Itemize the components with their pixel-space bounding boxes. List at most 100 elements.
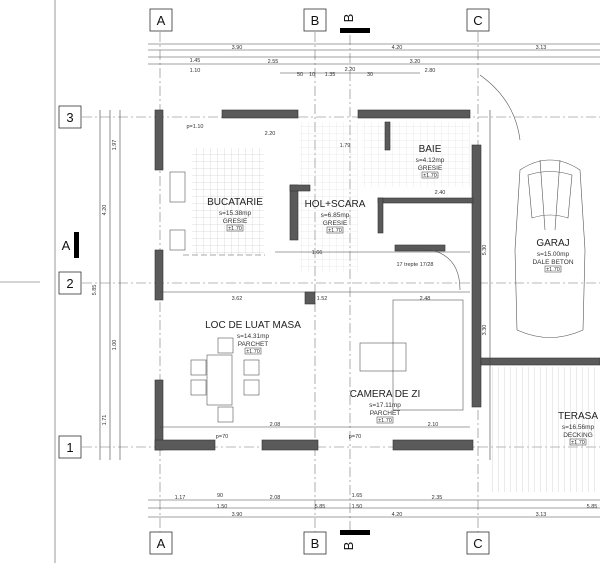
svg-text:1: 1 [66,440,73,455]
level-tag [244,347,262,355]
dimension-label: 1.79 [340,143,351,149]
grid-label-row-2: 2 [58,271,82,295]
room-area: s=6.85mp [321,212,350,219]
room-floor: PARCHET [370,410,401,417]
dimension-label: 2.08 [270,495,281,501]
dimension-label: 5.85 [315,504,326,510]
dimension-label: 1.71 [102,415,108,426]
svg-text:B: B [311,13,320,28]
dimension-label: 2.48 [420,296,431,302]
grid-label-row-1: 1 [58,435,82,459]
dimension-label: p=70 [216,434,228,440]
svg-text:A: A [157,13,166,28]
level-tag [226,224,244,232]
dimension-label: 5.30 [482,245,488,256]
svg-text:3: 3 [66,110,73,125]
level-tag [376,416,394,424]
dimension-label: 2.80 [425,68,436,74]
bath-tiles [362,122,470,187]
kitchen-tiles [192,148,264,255]
dimension-label: 3.90 [232,45,243,51]
level-tag [544,265,562,273]
dimension-label: 5.85 [587,504,598,510]
dimension-label: 10 [309,72,315,78]
room-name: CAMERA DE ZI [350,389,421,400]
dimension-label: 4.20 [102,205,108,216]
svg-text:B: B [341,542,356,551]
dimension-label: 3.90 [232,512,243,518]
dimension-label: 3.20 [410,59,421,65]
dimension-label: 2.10 [428,422,439,428]
svg-text:2: 2 [66,276,73,291]
dimension-label: p=70 [349,434,361,440]
room-name: GARAJ [536,238,569,249]
room-level: ±1.70 [423,173,437,179]
level-tag [421,171,439,179]
dimension-label: 4.20 [392,512,403,518]
svg-text:A: A [62,238,71,253]
dimension-label: 50 [297,72,303,78]
room-floor: DECKING [563,432,593,439]
dimension-label: 3.30 [482,325,488,336]
grid-label-row-3: 3 [58,105,82,129]
grid-label-bottom-a: A [149,531,173,555]
dimension-label: 4.20 [392,45,403,51]
interior-lines [160,74,521,428]
dimension-label: 1.66 [312,250,323,256]
svg-text:B: B [341,14,356,23]
svg-text:C: C [473,536,482,551]
room-area: s=15.38mp [219,210,252,217]
room-level: ±1.70 [246,349,260,355]
hall-tiles [300,122,358,272]
room-area: s=14.31mp [237,333,270,340]
dimension-label: 2.08 [270,422,281,428]
room-level: ±1.70 [378,418,392,424]
level-tag [569,438,587,446]
level-tag [326,226,344,234]
room-area: s=17.11mp [369,402,401,409]
dimension-label: 1.17 [175,495,186,501]
dimension-label: 2.35 [432,495,443,501]
room-floor: PARCHET [238,341,269,348]
dimension-label: 2.20 [345,67,356,73]
walls [154,109,600,451]
room-name: TERASA [558,411,598,422]
dimension-label: 1.10 [190,68,201,74]
dimension-label: 90 [217,493,223,499]
room-floor: DALE BETON [532,259,573,266]
room-level: ±1.70 [228,226,242,232]
dimension-label: 3.62 [232,296,243,302]
section-marker-b-top: B [340,14,370,33]
room-name: HOL+SCARA [305,199,366,210]
dimension-lines [99,43,600,518]
dimension-label: 3.13 [536,45,547,51]
room-area: s=16.56mp [562,424,595,431]
dimension-label: 2.20 [265,131,276,137]
dimension-label: 1.65 [352,493,363,499]
grid-label-top-b: B [303,8,327,32]
dimension-label: 5.85 [92,285,98,296]
room-level: ±1.70 [328,228,342,234]
svg-text:B: B [311,536,320,551]
dimension-label: 1.97 [112,140,118,151]
grid-label-bottom-c: C [466,531,490,555]
dimension-label: 1.50 [352,504,363,510]
grid-label-bottom-b: B [303,531,327,555]
room-level: ±1.70 [571,440,585,446]
room-floor: GRESIE [323,220,348,227]
dimension-label: 3.13 [536,512,547,518]
dimension-label: 2.55 [268,59,279,65]
section-marker-a: A [62,232,79,258]
terrace-decking [490,367,600,492]
room-floor: GRESIE [418,165,443,172]
dimension-label: 17 trepte 17/28 [396,262,433,268]
room-level: ±1.70 [546,267,560,273]
dimension-label: 1.00 [112,340,118,351]
